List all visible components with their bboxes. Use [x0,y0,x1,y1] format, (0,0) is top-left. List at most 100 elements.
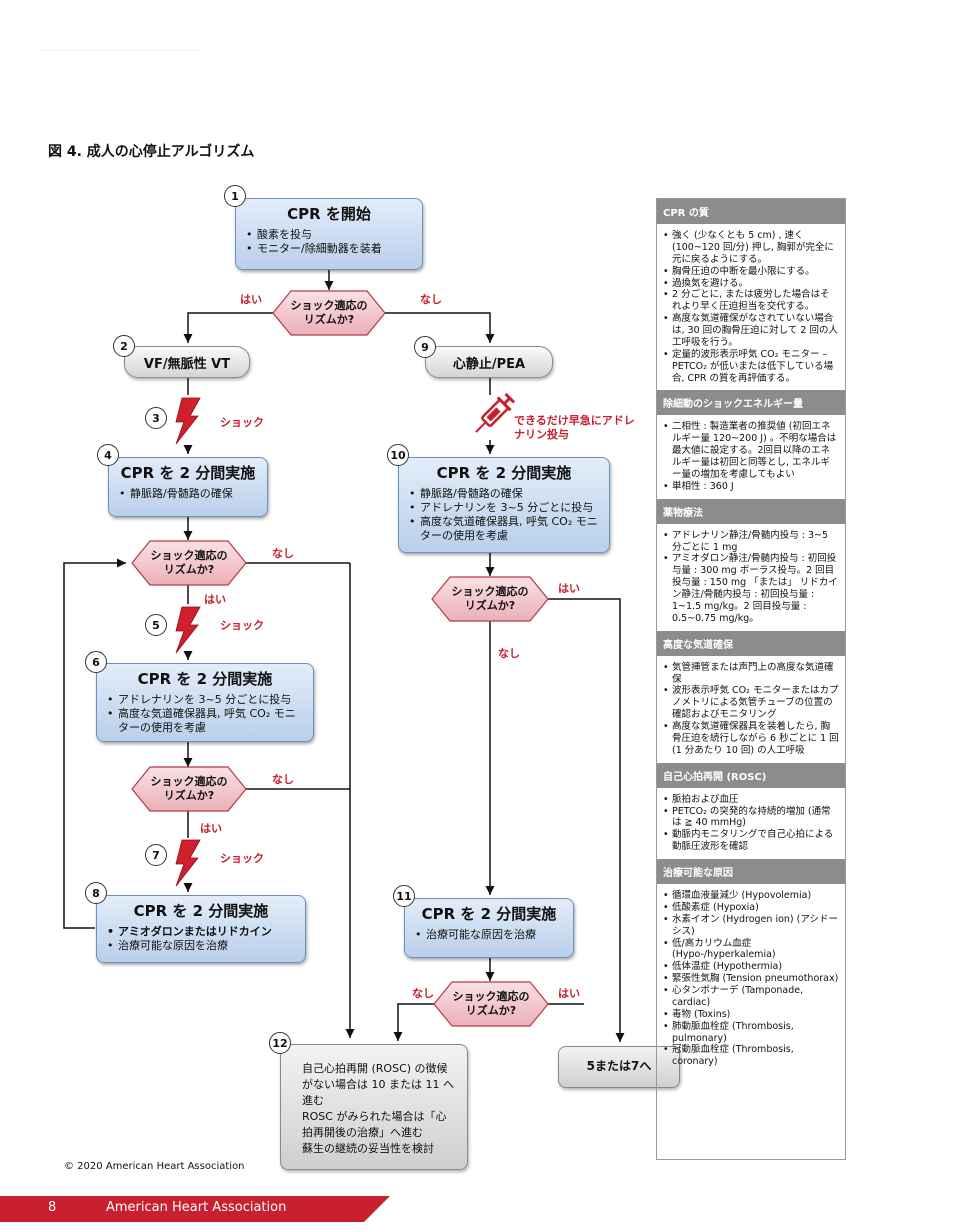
sidebar-item: アミオダロン静注/骨髄内投与 : 初回投与量 : 300 mg ボーラス投与。2… [663,553,839,624]
step-number: 8 [85,882,107,904]
footer-org: American Heart Association [106,1200,287,1215]
sidebar-item: 水素イオン (Hydrogen ion) (アシドーシス) [663,914,839,938]
shock-label: ショック [220,619,264,632]
decision-label: ショック適応の リズムか? [150,549,228,576]
step-item: ROSC がみられた場合は「心拍再開後の治療」へ進む [302,1109,447,1139]
step-11-box: CPR を 2 分間実施 治療可能な原因を治療 [404,898,574,958]
step-10-box: CPR を 2 分間実施 静脈路/骨髄路の確保 アドレナリンを 3~5 分ごとに… [398,457,610,553]
sidebar-heading: 高度な気道確保 [657,630,845,656]
decision-diamond [272,290,386,336]
sidebar-section: 気管挿管または声門上の高度な気道確保 波形表示呼気 CO₂ モニターまたはカプノ… [657,656,845,763]
step-2-pill: VF/無脈性 VT [124,346,250,378]
yes-label: はい [204,593,226,606]
sidebar-item: 低体温症 (Hypothermia) [663,961,839,973]
sidebar-item: 波形表示呼気 CO₂ モニターまたはカプノメトリによる気管チューブの位置の確認お… [663,685,839,721]
step-12-box: 自己心拍再開 (ROSC) の徴候がない場合は 10 または 11 へ進む RO… [280,1044,468,1170]
step-title: CPR を 2 分間実施 [436,464,572,482]
sidebar-item: 毒物 (Toxins) [663,1009,839,1021]
sidebar-item: 高度な気道確保器具を装着したら, 胸骨圧迫を続行しながら 6 秒ごとに 1 回 … [663,721,839,757]
decision-label: ショック適応の リズムか? [452,990,530,1017]
syringe-icon [475,392,516,433]
decision-label: ショック適応の リズムか? [451,585,529,612]
decision-label: ショック適応の リズムか? [290,299,368,326]
sidebar-section: アドレナリン静注/骨髄内投与 : 3~5 分ごとに 1 mg アミオダロン静注/… [657,524,845,631]
step-number: 7 [145,844,167,866]
sidebar-item: 低酸素症 (Hypoxia) [663,902,839,914]
sidebar-item: 動脈内モニタリングで自己心拍による動脈圧波形を確認 [663,829,839,853]
sidebar-item: 単相性 : 360 J [663,481,839,493]
adrenaline-asap-label: できるだけ早急にアドレナリン投与 [514,414,635,442]
sidebar-item: 定量的波形表示呼気 CO₂ モニター – PETCO₂ が低いまたは低下している… [663,349,839,385]
no-label: なし [420,293,442,306]
sidebar-item: 循環血液量減少 (Hypovolemia) [663,890,839,902]
no-label: なし [498,647,520,660]
sidebar-heading: 除細動のショックエネルギー量 [657,390,845,416]
no-label: なし [412,987,434,1000]
step-number: 1 [224,185,246,207]
decision-diamond [131,766,247,812]
shock-label: ショック [220,416,264,429]
step-number: 12 [269,1032,291,1054]
yes-label: はい [558,987,580,1000]
step-9-pill: 心静止/PEA [425,346,553,378]
decision-diamond [431,576,549,622]
step-item: 高度な気道確保器具, 呼気 CO₂ モニターの使用を考慮 [409,515,599,544]
step-number: 6 [85,651,107,673]
step-title: CPR を 2 分間実施 [137,670,273,688]
step-item: 静脈路/骨髄路の確保 [409,487,599,502]
sidebar-item: 2 分ごとに, または疲労した場合はそれより早く圧迫担当を交代する。 [663,289,839,313]
step-number: 11 [393,885,415,907]
step-item: 治療可能な原因を治療 [415,928,563,943]
step-4-box: CPR を 2 分間実施 静脈路/骨髄路の確保 [108,457,268,517]
step-number: 2 [113,335,135,357]
step-number: 4 [97,444,119,466]
decision-diamond [131,540,247,586]
shock-label: ショック [220,852,264,865]
step-6-box: CPR を 2 分間実施 アドレナリンを 3~5 分ごとに投与 高度な気道確保器… [96,663,314,742]
sidebar-section: 脈拍および血圧 PETCO₂ の突発的な持続的増加 (通常は ≧ 40 mmHg… [657,788,845,859]
decision-diamond [433,981,549,1027]
sidebar-heading: 治療可能な原因 [657,859,845,884]
step-item: 蘇生の継続の妥当性を検討 [302,1141,434,1155]
sidebar-section: 二相性 : 製造業者の推奨値 (初回エネルギー量 120~200 J) 。不明な… [657,415,845,498]
yes-label: はい [558,582,580,595]
step-item: モニター/除細動器を装着 [246,242,412,257]
step-number: 9 [414,336,436,358]
sidebar-item: 心タンポナーデ (Tamponade, cardiac) [663,985,839,1009]
sidebar-heading: CPR の質 [657,199,845,224]
faint-line [40,50,200,51]
yes-label: はい [240,293,262,306]
step-title: CPR を 2 分間実施 [421,905,557,923]
step-item: アドレナリンを 3~5 分ごとに投与 [409,501,599,516]
no-label: なし [272,773,294,786]
copyright: © 2020 American Heart Association [64,1161,245,1172]
sidebar-item: アドレナリン静注/骨髄内投与 : 3~5 分ごとに 1 mg [663,530,839,554]
sidebar-item: 脈拍および血圧 [663,794,839,806]
sidebar-item: 低/高カリウム血症 (Hypo-/hyperkalemia) [663,938,839,962]
figure-title: 図 4. 成人の心停止アルゴリズム [48,144,255,160]
sidebar-item: 高度な気道確保がなされていない場合は, 30 回の胸骨圧迫に対して 2 回の人工… [663,313,839,349]
step-item: 自己心拍再開 (ROSC) の徴候がない場合は 10 または 11 へ進む [302,1062,454,1107]
step-item: 酸素を投与 [246,228,412,243]
step-1-box: CPR を開始 酸素を投与 モニター/除細動器を装着 [235,198,423,270]
sidebar-item: 冠動脈血栓症 (Thrombosis, coronary) [663,1044,839,1068]
sidebar-item: 強く (少なくとも 5 cm) , 速く (100~120 回/分) 押し, 胸… [663,230,839,266]
decision-label: ショック適応の リズムか? [150,775,228,802]
shock-icon [175,397,201,445]
sidebar-section: 強く (少なくとも 5 cm) , 速く (100~120 回/分) 押し, 胸… [657,224,845,390]
sidebar-item: 緊張性気胸 (Tension pneumothorax) [663,973,839,985]
sidebar-item: 過換気を避ける。 [663,278,839,290]
sidebar-item: 気管挿管または声門上の高度な気道確保 [663,662,839,686]
sidebar-panel: CPR の質 強く (少なくとも 5 cm) , 速く (100~120 回/分… [656,198,846,1160]
no-label: なし [272,547,294,560]
sidebar-item: 胸骨圧迫の中断を最小限にする。 [663,266,839,278]
shock-icon [175,606,201,654]
step-title: CPR を 2 分間実施 [133,902,269,920]
step-8-box: CPR を 2 分間実施 アミオダロンまたはリドカイン 治療可能な原因を治療 [96,895,306,963]
yes-label: はい [200,822,222,835]
step-item: アミオダロンまたはリドカイン [107,925,295,940]
sidebar-item: 肺動脈血栓症 (Thrombosis, pulmonary) [663,1021,839,1045]
step-number: 10 [387,444,409,466]
sidebar-item: PETCO₂ の突発的な持続的増加 (通常は ≧ 40 mmHg) [663,806,839,830]
